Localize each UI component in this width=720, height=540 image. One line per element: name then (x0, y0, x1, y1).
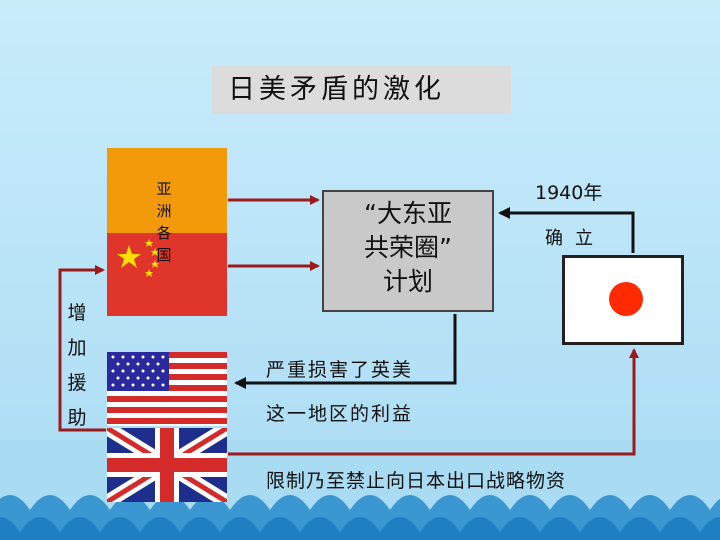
restriction-text: 限制乃至禁止向日本出口战略物资 (266, 470, 567, 492)
wave-background (0, 440, 720, 540)
rising-sun-icon (609, 282, 643, 316)
increase-aid-label: 增 加 援 助 (67, 302, 87, 429)
harm-text-line-2: 这一地区的利益 (266, 403, 414, 425)
established-label: 确立 (545, 228, 605, 249)
china-stars-icon (117, 239, 159, 277)
year-label: 1940年 (535, 182, 603, 204)
greater-east-asia-plan-box: “大东亚 共荣圈” 计划 (322, 190, 494, 312)
arrow-japan-to-plan (498, 207, 635, 253)
arrow-plan-to-usuk (234, 314, 457, 389)
arrow-uk-to-japan (228, 348, 639, 456)
page-title: 日美矛盾的激化 (212, 66, 511, 114)
plan-line-1: “大东亚 (364, 199, 452, 228)
china-flag (107, 233, 227, 316)
asia-countries-label: 亚 洲 各 国 (156, 180, 172, 264)
plan-line-3: 计划 (382, 267, 433, 296)
uk-flag (107, 428, 227, 502)
harm-text-line-1: 严重损害了英美 (266, 359, 414, 381)
arrow-usuk-to-asia (58, 265, 106, 432)
plan-line-2: 共荣圈” (364, 233, 452, 262)
us-flag (107, 352, 227, 426)
japan-flag (562, 255, 684, 345)
asia-orange-flag (107, 148, 227, 233)
